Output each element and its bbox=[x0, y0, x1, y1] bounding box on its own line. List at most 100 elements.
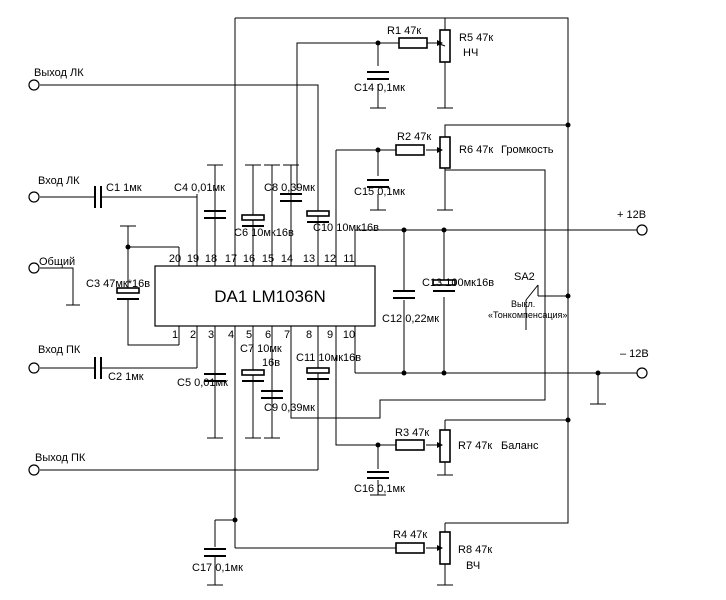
capacitor-c12: C12 0,22мк bbox=[382, 290, 439, 325]
chip-da1: DA1 LM1036N 20 19 18 17 16 15 14 13 12 1… bbox=[154, 253, 376, 341]
svg-text:R6 47к: R6 47к bbox=[459, 144, 493, 156]
pin-13: 13 bbox=[303, 253, 315, 265]
pin-17: 17 bbox=[225, 253, 237, 265]
capacitor-c7: C7 10мк 16в bbox=[240, 343, 282, 382]
svg-text:Общий: Общий bbox=[39, 256, 75, 268]
switch-sa2: SA2 Выкл. «Тонкомпенсация» bbox=[488, 271, 567, 320]
terminal-input-left: Вход ЛК bbox=[28, 175, 80, 203]
capacitor-c17: C17 0,1мк bbox=[192, 548, 243, 574]
potentiometer-r5: R5 47к НЧ bbox=[436, 29, 493, 63]
capacitor-c3: C3 47мк*16в bbox=[86, 278, 150, 300]
capacitor-c4: C4 0,01мк bbox=[174, 182, 226, 219]
svg-text:C13 100мк16в: C13 100мк16в bbox=[422, 277, 494, 289]
svg-text:R3 47к: R3 47к bbox=[395, 427, 429, 439]
junction-dots bbox=[125, 40, 601, 523]
pin-12: 12 bbox=[324, 253, 336, 265]
svg-text:R4 47к: R4 47к bbox=[393, 529, 427, 541]
chip-pins-top: 20 19 18 17 16 15 14 13 12 11 bbox=[169, 253, 355, 265]
capacitor-c13: C13 100мк16в bbox=[422, 277, 494, 292]
capacitor-c9: C9 0,39мк bbox=[261, 390, 315, 414]
capacitor-c5: C5 0,01мк bbox=[177, 373, 228, 389]
svg-text:C9 0,39мк: C9 0,39мк bbox=[264, 402, 315, 414]
terminal-output-right: Выход ПК bbox=[28, 452, 86, 476]
svg-text:C12 0,22мк: C12 0,22мк bbox=[382, 313, 439, 325]
capacitor-c16: C16 0,1мк bbox=[354, 471, 405, 495]
capacitor-c6: C6 10мк16в bbox=[234, 214, 294, 239]
pin-11: 11 bbox=[343, 253, 354, 265]
potentiometer-r6: R6 47к Громкость bbox=[437, 136, 554, 169]
capacitor-c8: C8 0,39мк bbox=[264, 182, 315, 202]
svg-text:ВЧ: ВЧ bbox=[466, 560, 480, 572]
pin-14: 14 bbox=[281, 253, 293, 265]
svg-text:C10 10мк16в: C10 10мк16в bbox=[313, 222, 379, 234]
svg-text:R2 47к: R2 47к bbox=[397, 131, 431, 143]
terminal-minus-12v: – 12В bbox=[620, 348, 649, 379]
capacitor-c1: C1 1мк bbox=[94, 182, 142, 208]
svg-text:C2 1мк: C2 1мк bbox=[108, 371, 144, 383]
terminal-input-right: Вход ПК bbox=[28, 344, 81, 374]
pin-20: 20 bbox=[169, 253, 181, 265]
chip-pins-bottom: 1 2 3 4 5 6 7 8 9 10 bbox=[172, 329, 355, 341]
svg-text:C17 0,1мк: C17 0,1мк bbox=[192, 562, 243, 574]
svg-text:C3 47мк*16в: C3 47мк*16в bbox=[86, 278, 150, 290]
svg-text:C6 10мк16в: C6 10мк16в bbox=[234, 227, 294, 239]
svg-text:Громкость: Громкость bbox=[501, 144, 554, 156]
pin-19: 19 bbox=[187, 253, 199, 265]
svg-text:C11 10мк16в: C11 10мк16в bbox=[296, 352, 361, 364]
svg-text:Баланс: Баланс bbox=[501, 440, 539, 452]
svg-text:Выкл.: Выкл. bbox=[511, 299, 535, 309]
pin-1: 1 bbox=[172, 329, 178, 341]
pin-3: 3 bbox=[208, 329, 214, 341]
svg-text:«Тонкомпенсация»: «Тонкомпенсация» bbox=[488, 310, 567, 320]
capacitor-c10: C10 10мк16в bbox=[306, 210, 379, 234]
pin-7: 7 bbox=[284, 329, 290, 341]
capacitor-c14: C14 0,1мк bbox=[354, 71, 405, 94]
pin-9: 9 bbox=[327, 329, 333, 341]
terminal-plus-12v: + 12В bbox=[617, 209, 648, 236]
svg-text:– 12В: – 12В bbox=[620, 348, 649, 360]
pin-15: 15 bbox=[262, 253, 274, 265]
pin-4: 4 bbox=[228, 329, 234, 341]
resistor-r3: R3 47к bbox=[395, 427, 429, 451]
svg-text:R5 47к: R5 47к bbox=[459, 32, 493, 44]
chip-label: DA1 LM1036N bbox=[214, 287, 326, 306]
resistor-r2: R2 47к bbox=[395, 131, 431, 156]
pin-10: 10 bbox=[343, 329, 355, 341]
capacitor-c15: C15 0,1мк bbox=[354, 179, 405, 198]
svg-text:C5 0,01мк: C5 0,01мк bbox=[177, 377, 228, 389]
svg-text:R7 47к: R7 47к bbox=[458, 440, 492, 452]
svg-text:R8 47к: R8 47к bbox=[458, 544, 492, 556]
svg-text:C8 0,39мк: C8 0,39мк bbox=[264, 182, 315, 194]
pin-6: 6 bbox=[265, 329, 271, 341]
svg-text:C4 0,01мк: C4 0,01мк bbox=[174, 182, 225, 194]
pin-18: 18 bbox=[205, 253, 217, 265]
svg-text:Вход ЛК: Вход ЛК bbox=[38, 175, 80, 187]
svg-text:R1 47к: R1 47к bbox=[387, 25, 421, 37]
svg-text:16в: 16в bbox=[262, 357, 280, 369]
terminal-common: Общий bbox=[28, 256, 75, 274]
svg-text:C16 0,1мк: C16 0,1мк bbox=[354, 483, 405, 495]
ground-symbols bbox=[66, 107, 606, 586]
svg-text:SA2: SA2 bbox=[514, 271, 535, 283]
svg-text:НЧ: НЧ bbox=[463, 47, 478, 59]
potentiometer-r8: R8 47к ВЧ bbox=[437, 531, 492, 572]
svg-text:Выход ЛК: Выход ЛК bbox=[34, 67, 84, 79]
capacitor-c11: C11 10мк16в bbox=[296, 352, 361, 380]
svg-text:C15 0,1мк: C15 0,1мк bbox=[354, 186, 405, 198]
svg-text:C1 1мк: C1 1мк bbox=[106, 182, 142, 194]
svg-text:+ 12В: + 12В bbox=[617, 209, 646, 221]
pin-2: 2 bbox=[190, 329, 196, 341]
resistor-r4: R4 47к bbox=[393, 529, 427, 554]
pin-16: 16 bbox=[243, 253, 255, 265]
pin-8: 8 bbox=[306, 329, 312, 341]
svg-text:Вход ПК: Вход ПК bbox=[38, 344, 81, 356]
potentiometer-r7: R7 47к Баланс bbox=[437, 429, 539, 463]
svg-text:C14 0,1мк: C14 0,1мк bbox=[354, 82, 405, 94]
pin-5: 5 bbox=[246, 329, 252, 341]
svg-text:C7 10мк: C7 10мк bbox=[240, 343, 282, 355]
resistor-r1: R1 47к bbox=[380, 25, 437, 49]
terminal-output-left: Выход ЛК bbox=[28, 67, 84, 91]
svg-text:Выход ПК: Выход ПК bbox=[35, 452, 86, 464]
capacitor-c2: C2 1мк bbox=[94, 357, 144, 383]
